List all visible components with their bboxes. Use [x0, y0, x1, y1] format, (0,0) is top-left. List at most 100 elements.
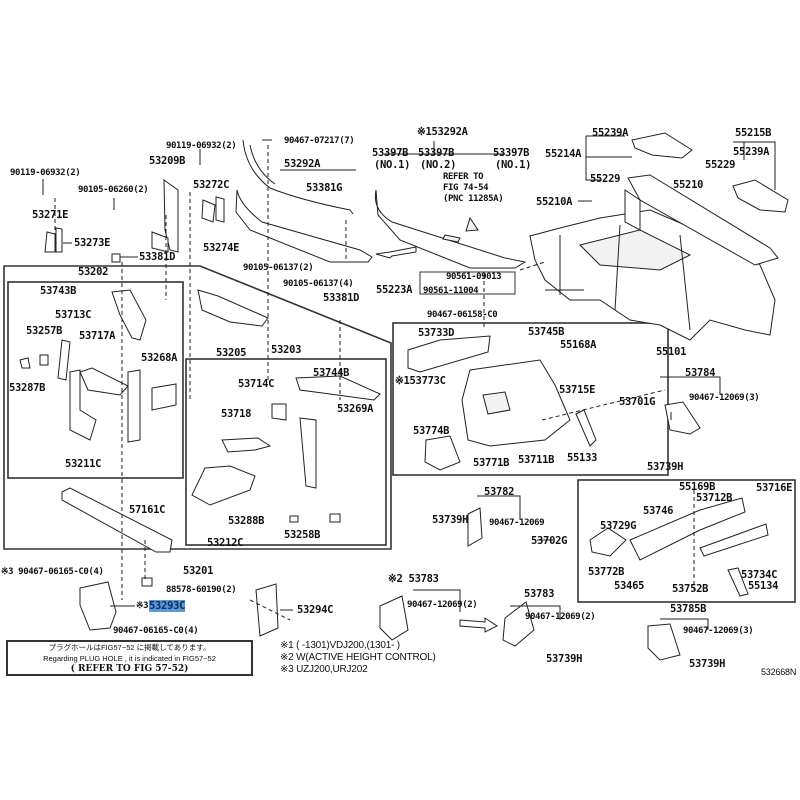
part-label[interactable]: 53212C [207, 537, 244, 549]
part-label[interactable]: 55229 [705, 159, 736, 171]
part-label[interactable]: 53294C [297, 604, 334, 616]
part-label[interactable]: 55101 [656, 346, 687, 358]
part-label[interactable]: 90467-06165-C0(4) [113, 626, 199, 636]
part-label[interactable]: 53744B [313, 367, 350, 379]
group-label[interactable]: 53203 [271, 344, 302, 356]
part-label[interactable]: 53752B [672, 583, 709, 595]
part-label[interactable]: 53274E [203, 242, 240, 254]
part-label[interactable]: ※3 90467-06165-C0(4) [1, 567, 104, 577]
part-label[interactable]: 90467-12069(2) [407, 600, 478, 610]
refer-note: FIG 74-54 [443, 183, 489, 193]
part-label[interactable]: 90467-07217(7) [284, 136, 355, 146]
part-label[interactable]: 53271E [32, 209, 69, 221]
group-label[interactable]: 53201 [183, 565, 214, 577]
part-label[interactable]: 53209B [149, 155, 186, 167]
part-label[interactable]: 55239A [592, 127, 629, 139]
part-label[interactable]: 90105-06137(4) [283, 279, 354, 289]
part-label-selected[interactable]: 53293C [149, 600, 186, 612]
part-label[interactable]: 53397B [372, 147, 409, 159]
part-label[interactable]: 53397B [493, 147, 530, 159]
part-label[interactable]: 53269A [337, 403, 374, 415]
part-label[interactable]: 53739H [432, 514, 469, 526]
part-label[interactable]: 53287B [9, 382, 46, 394]
part-label[interactable]: 53729G [600, 520, 637, 532]
part-label[interactable]: 53381D [139, 251, 176, 263]
part-label[interactable]: 53465 [614, 580, 645, 592]
part-label[interactable]: 90467-12069(3) [683, 626, 754, 636]
group-label[interactable]: 53785B [670, 603, 707, 615]
part-label[interactable]: 53772B [588, 566, 625, 578]
part-label-prefix: ※3 [136, 601, 149, 611]
group-label[interactable]: ※2 53783 [388, 573, 439, 585]
part-label[interactable]: 53715E [559, 384, 596, 396]
part-label[interactable]: 53739H [647, 461, 684, 473]
part-label[interactable]: 53716E [756, 482, 793, 494]
part-label[interactable]: 90561-11004 [423, 286, 479, 296]
part-label[interactable]: 53739H [689, 658, 726, 670]
part-label[interactable]: 90105-06260(2) [78, 185, 149, 195]
part-label[interactable]: 90467-12069 [489, 518, 545, 528]
part-label[interactable]: 53258B [284, 529, 321, 541]
part-label[interactable]: 53712B [696, 492, 733, 504]
alignment-lines [54, 145, 695, 621]
part-label[interactable]: 53711B [518, 454, 555, 466]
part-label[interactable]: 55169B [679, 481, 716, 493]
part-label[interactable]: 88578-60190(2) [166, 585, 237, 595]
part-label[interactable]: 90561-09013 [446, 272, 502, 282]
group-label[interactable]: 53784 [685, 367, 716, 379]
group-label[interactable]: 53205 [216, 347, 247, 359]
part-label[interactable]: 53717A [79, 330, 116, 342]
part-label[interactable]: 55229 [590, 173, 621, 185]
part-label[interactable]: 55239A [733, 146, 770, 158]
part-label[interactable]: 53288B [228, 515, 265, 527]
part-label[interactable]: 53734C [741, 569, 778, 581]
part-label[interactable]: 53273E [74, 237, 111, 249]
part-label[interactable]: 90105-06137(2) [243, 263, 314, 273]
outline-arrow [459, 617, 498, 633]
part-label[interactable]: 53743B [40, 285, 77, 297]
part-label[interactable]: 90119-06932(2) [10, 168, 81, 178]
part-label[interactable]: 55133 [567, 452, 598, 464]
part-label[interactable]: 57161C [129, 504, 166, 516]
plug-hole-refer-link[interactable]: ( REFER TO FIG 57-52) [70, 664, 189, 674]
part-label[interactable]: 53211C [65, 458, 102, 470]
part-label[interactable]: 90467-12069(3) [689, 393, 760, 403]
part-label[interactable]: 90119-06932(2) [166, 141, 237, 151]
cover-53785b [647, 623, 681, 661]
part-label[interactable]: 55168A [560, 339, 597, 351]
part-label[interactable]: 53702G [531, 535, 568, 547]
part-label[interactable]: 53718 [221, 408, 252, 420]
part-label[interactable]: 53381G [306, 182, 343, 194]
group-label[interactable]: 53782 [484, 486, 515, 498]
part-label[interactable]: 55210A [536, 196, 573, 208]
part-label[interactable]: ※153773C [395, 375, 446, 387]
part-label[interactable]: 53257B [26, 325, 63, 337]
part-label-sub: (NO.1) [495, 159, 532, 171]
group-label[interactable]: 55223A [376, 284, 413, 296]
part-label[interactable]: 53701G [619, 396, 656, 408]
part-label[interactable]: 53268A [141, 352, 178, 364]
part-label[interactable]: 53746 [643, 505, 674, 517]
part-label[interactable]: 55134 [748, 580, 779, 592]
part-label[interactable]: 90467-06158-C0 [427, 310, 498, 320]
part-label[interactable]: 90467-12069(2) [525, 612, 596, 622]
part-label[interactable]: 53733D [418, 327, 455, 339]
group-label[interactable]: 53202 [78, 266, 109, 278]
refer-note: (PNC 11285A) [443, 194, 504, 204]
part-label[interactable]: 53739H [546, 653, 583, 665]
part-label[interactable]: 53397B [418, 147, 455, 159]
group-label[interactable]: ※153292A [417, 126, 468, 138]
group-label[interactable]: 53292A [284, 158, 321, 170]
part-label[interactable]: 53713C [55, 309, 92, 321]
group-label[interactable]: 53783 [524, 588, 555, 600]
part-label[interactable]: 55214A [545, 148, 582, 160]
part-label[interactable]: 55210 [673, 179, 704, 191]
cowl-panel-55210 [624, 174, 779, 266]
part-label[interactable]: 53272C [193, 179, 230, 191]
group-label[interactable]: 55215B [735, 127, 772, 139]
part-label[interactable]: 53771B [473, 457, 510, 469]
part-label[interactable]: 53381D [323, 292, 360, 304]
part-label[interactable]: 53745B [528, 326, 565, 338]
part-label[interactable]: 53774B [413, 425, 450, 437]
part-label[interactable]: 53714C [238, 378, 275, 390]
